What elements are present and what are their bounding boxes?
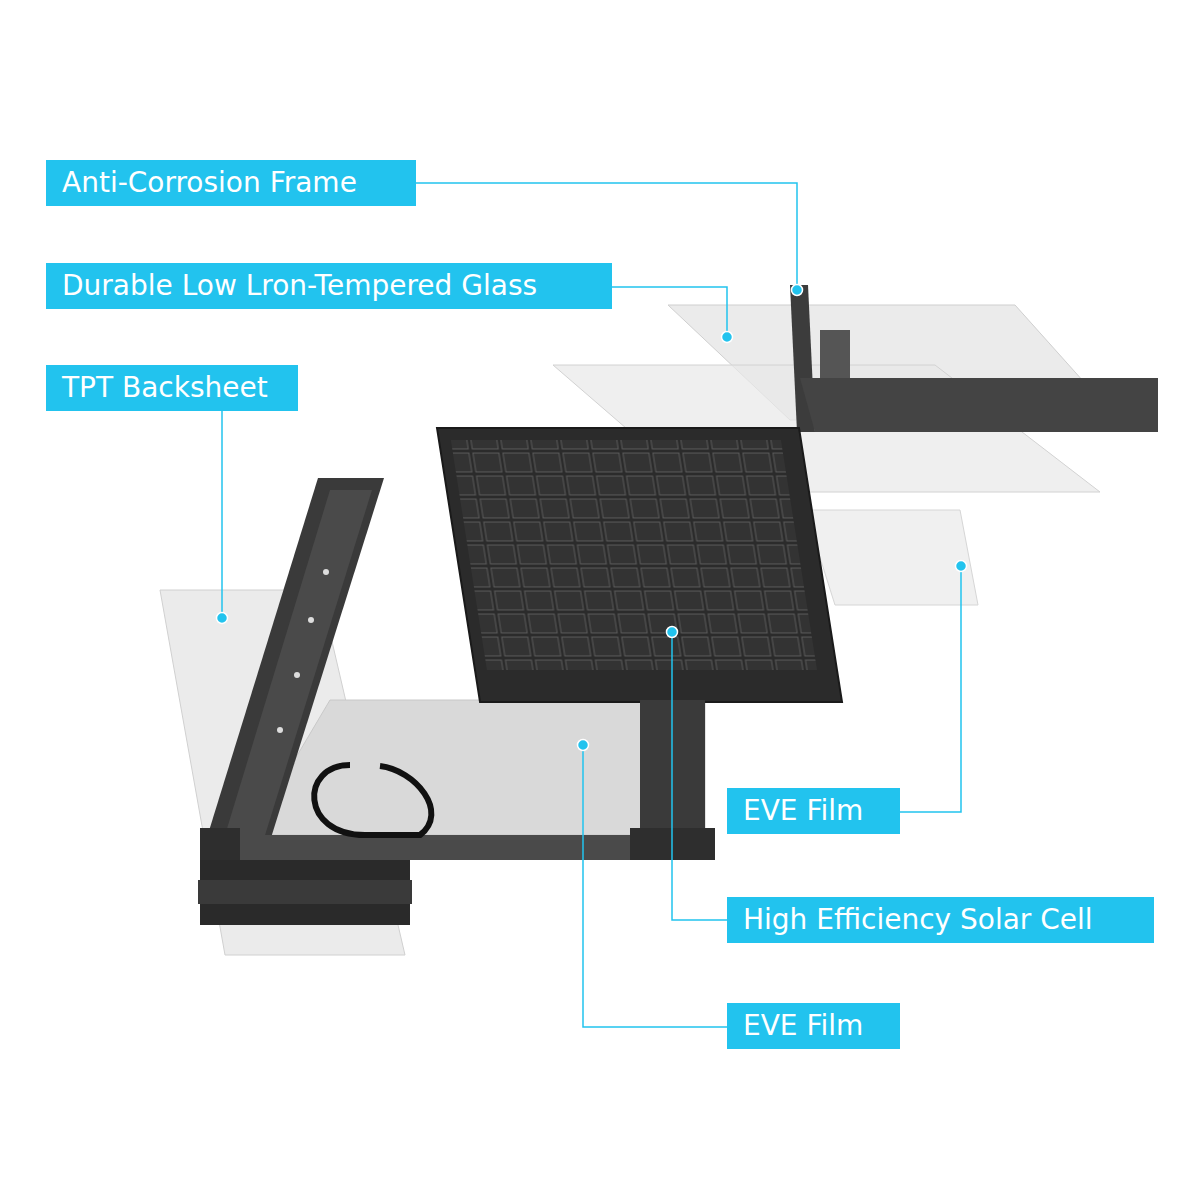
callout-text: EVE Film [743, 794, 863, 827]
callout-box: Anti-Corrosion Frame [46, 160, 416, 206]
callout-box: EVE Film [727, 788, 900, 834]
callout-text: High Efficiency Solar Cell [743, 903, 1093, 936]
inner-glass [250, 700, 705, 835]
frame-rail [222, 490, 372, 845]
solar-cells [437, 428, 842, 702]
callout-text: Durable Low Lron-Tempered Glass [62, 269, 537, 302]
callout-box: TPT Backsheet [46, 365, 298, 411]
leader-dots [217, 285, 967, 751]
callout-box: EVE Film [727, 1003, 900, 1049]
callout-box: High Efficiency Solar Cell [727, 897, 1154, 943]
frame-rail [820, 330, 850, 378]
cable [314, 765, 431, 835]
callout-text: Anti-Corrosion Frame [62, 166, 357, 199]
frame-rail [800, 378, 1158, 432]
film-sheet [805, 510, 978, 605]
callout-text: EVE Film [743, 1009, 863, 1042]
callout-box: Durable Low Lron-Tempered Glass [46, 263, 612, 309]
frame-rail [200, 478, 384, 860]
callout-text: TPT Backsheet [62, 371, 268, 404]
